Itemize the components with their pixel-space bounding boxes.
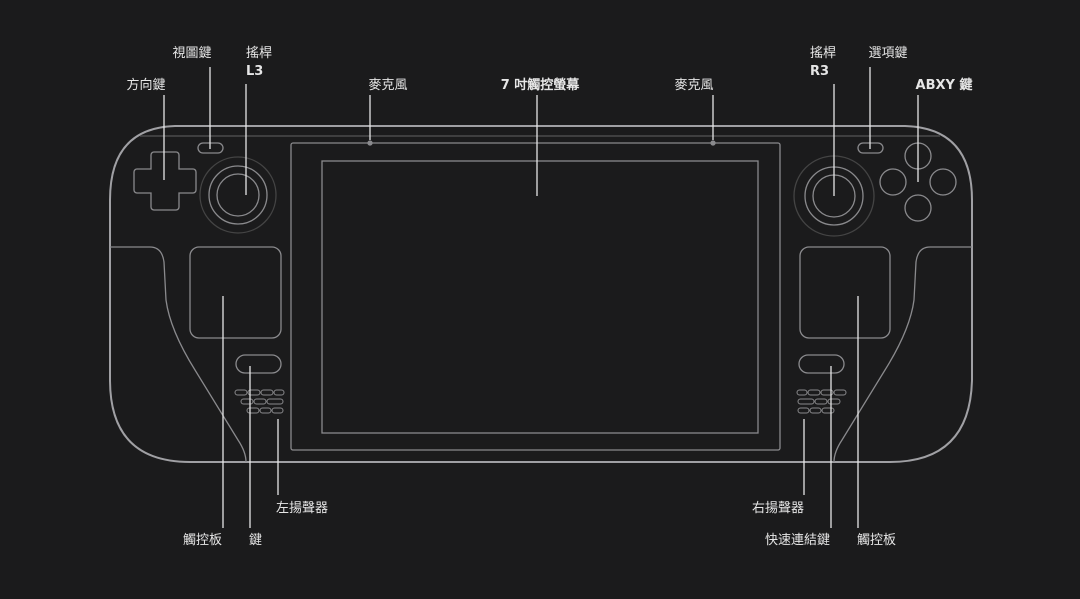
a-button <box>904 194 932 222</box>
label-left-speaker: 左揚聲器 <box>276 501 329 516</box>
dpad-icon <box>133 151 197 211</box>
label-left-trackpad: 觸控板 <box>183 533 223 548</box>
label-right-mic: 麥克風 <box>674 78 714 93</box>
b-button <box>929 168 957 196</box>
screen <box>321 160 759 434</box>
left-stick-cap <box>216 173 260 217</box>
screen-bezel <box>290 142 781 451</box>
label-left-stick: 搖桿 <box>246 46 273 61</box>
right-grip-line <box>833 246 972 463</box>
steam-button <box>235 354 282 374</box>
leader-lines <box>163 67 919 528</box>
label-view-button: 視圖鍵 <box>172 46 212 61</box>
label-quick-access-button: 快速連結鍵 <box>765 533 831 548</box>
label-right-speaker: 右揚聲器 <box>752 501 805 516</box>
label-right-trackpad: 觸控板 <box>857 533 897 548</box>
left-mic-icon <box>367 140 373 146</box>
label-dpad: 方向鍵 <box>126 78 166 93</box>
right-mic-icon <box>710 140 716 146</box>
label-right-stick: 搖桿 <box>810 46 837 61</box>
left-stick-well <box>199 156 277 234</box>
device-body <box>109 125 973 463</box>
left-stick-ring <box>208 165 268 225</box>
label-steam-button: 鍵 <box>249 533 263 548</box>
label-left-mic: 麥克風 <box>368 78 408 93</box>
label-left-stick-code: L3 <box>246 64 264 79</box>
left-grip-line <box>110 246 247 463</box>
label-screen: 7 吋觸控螢幕 <box>500 78 580 93</box>
x-button <box>879 168 907 196</box>
right-speaker-grille <box>796 389 847 414</box>
label-options-button: 選項鍵 <box>868 46 908 61</box>
label-right-stick-code: R3 <box>810 64 830 79</box>
right-trackpad <box>799 246 891 339</box>
quick-access-button <box>798 354 845 374</box>
left-speaker-grille <box>234 389 285 414</box>
label-abxy: ABXY 鍵 <box>915 78 973 93</box>
left-trackpad <box>189 246 282 339</box>
